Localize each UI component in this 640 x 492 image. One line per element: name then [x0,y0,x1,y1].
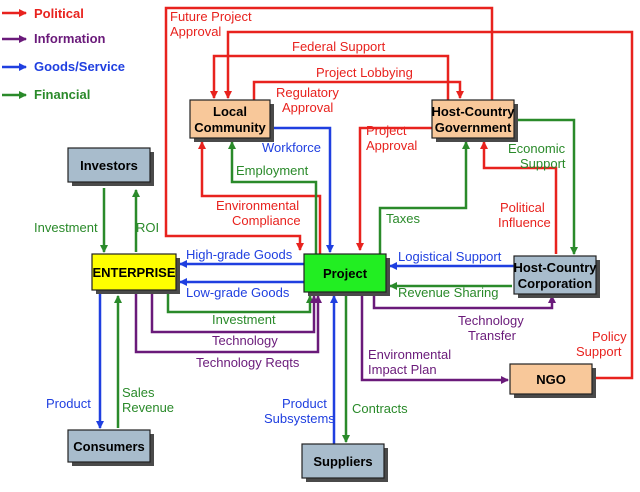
future-approval-arrow [164,6,494,251]
label-contracts: Contracts [352,401,408,416]
node-ngo-label: NGO [536,372,566,387]
label-high-grade-goods: High-grade Goods [186,247,293,262]
label-regulatory-approval-2: Approval [282,100,333,115]
node-host-corp-label-2: Corporation [518,276,592,291]
label-investment-bottom: Investment [212,312,276,327]
label-federal-support: Federal Support [292,39,386,54]
node-investors-label: Investors [80,158,138,173]
federal-support-arrow [210,54,450,100]
investment-bottom-arrow [166,294,314,314]
label-future-approval-2: Approval [170,24,221,39]
project-approval-arrow [356,126,434,251]
label-investment-left: Investment [34,220,98,235]
label-future-approval-1: Future Project [170,9,252,24]
political-influence-arrow [480,141,558,254]
label-revenue-sharing: Revenue Sharing [398,285,498,300]
label-policy-support-1: Policy [592,329,627,344]
label-taxes: Taxes [386,211,420,226]
label-project-approval-1: Project [366,123,407,138]
label-technology-transfer-1: Technology [458,313,524,328]
legend-information-label: Information [34,31,106,46]
label-economic-support-2: Support [520,156,566,171]
project-lobbying-arrow [252,80,464,100]
node-host-gov-label-2: Government [435,120,512,135]
label-employment: Employment [236,163,309,178]
legend-political-label: Political [34,6,84,21]
legend-financial-label: Financial [34,87,90,102]
node-suppliers-label: Suppliers [313,454,372,469]
label-technology-reqts: Technology Reqts [196,355,300,370]
legend-goods-label: Goods/Service [34,59,125,74]
node-investors: Investors [67,147,154,186]
node-host-country-government: Host-Country Government [431,99,518,142]
label-product-subsystems-2: Subsystems [264,411,335,426]
label-regulatory-approval-1: Regulatory [276,85,339,100]
node-enterprise-label: ENTERPRISE [92,265,175,280]
taxes-arrow [378,141,470,254]
node-suppliers: Suppliers [301,443,388,482]
label-product-subsystems-1: Product [282,396,327,411]
label-technology: Technology [212,333,278,348]
technology-transfer-arrow [372,294,556,310]
node-consumers-label: Consumers [73,439,145,454]
policy-support-arrow [224,30,634,380]
label-policy-support-2: Support [576,344,622,359]
node-host-corp-label-1: Host-Country [513,260,597,275]
label-env-impact-plan-1: Environmental [368,347,451,362]
node-enterprise: ENTERPRISE [91,253,180,294]
label-technology-transfer-2: Transfer [468,328,517,343]
label-economic-support-1: Economic [508,141,566,156]
label-low-grade-goods: Low-grade Goods [186,285,290,300]
label-project-lobbying: Project Lobbying [316,65,413,80]
node-consumers: Consumers [67,429,154,466]
node-host-country-corporation: Host-Country Corporation [513,255,600,298]
label-sales-revenue-2: Revenue [122,400,174,415]
label-roi: ROI [136,220,159,235]
technology-arrow [150,294,318,334]
employment-arrow [228,141,318,254]
label-sales-revenue-1: Sales [122,385,155,400]
economic-support-arrow [514,118,578,255]
node-ngo: NGO [509,363,596,398]
technology-reqts-arrow [134,294,322,354]
node-host-gov-label-1: Host-Country [431,104,515,119]
node-project: Project [303,253,390,296]
workforce-arrow [272,126,334,253]
label-workforce: Workforce [262,140,321,155]
legend: Political Information Goods/Service Fina… [2,6,125,102]
label-product: Product [46,396,91,411]
node-local-community-label-2: Community [194,120,266,135]
env-compliance-arrow [198,141,322,254]
label-env-compliance-2: Compliance [232,213,301,228]
label-project-approval-2: Approval [366,138,417,153]
label-env-compliance-1: Environmental [216,198,299,213]
label-env-impact-plan-2: Impact Plan [368,362,437,377]
label-logistical-support: Logistical Support [398,249,502,264]
label-political-influence-1: Political [500,200,545,215]
node-local-community: Local Community [189,99,274,142]
node-project-label: Project [323,266,368,281]
env-impact-plan-arrow [360,296,509,384]
label-political-influence-2: Influence [498,215,551,230]
node-local-community-label-1: Local [213,104,247,119]
